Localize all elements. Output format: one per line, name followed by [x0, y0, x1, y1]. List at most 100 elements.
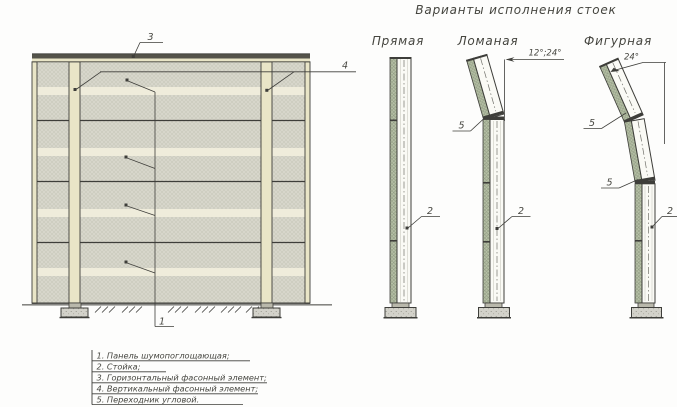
callout-adapter-figured-top: 5	[583, 112, 627, 129]
callout-leader	[618, 179, 639, 189]
callout-adapter-figured-bottom: 5	[601, 178, 639, 189]
legend-item: 5. Переходник угловой.	[97, 395, 200, 405]
callout-3-label: 3	[147, 32, 153, 43]
callout-post-figured: 2	[650, 206, 677, 229]
variant-broken-label: Ломаная	[457, 34, 519, 48]
callout-dot	[124, 203, 128, 207]
post-left	[68, 61, 81, 304]
callout-4-label: 4	[342, 61, 348, 72]
panel-stripe	[37, 148, 305, 156]
callout-dot	[73, 88, 77, 91]
post-foundation	[629, 302, 664, 319]
legend-item: 1. Панель шумопоглощающая;	[97, 351, 230, 361]
callout-leader	[497, 216, 513, 229]
callout-leader	[652, 216, 663, 227]
post-cap	[465, 53, 488, 62]
panel-edge-green	[482, 119, 491, 304]
panel-joint	[390, 119, 397, 122]
legend-item: 4. Вертикальный фасонный элемент;	[97, 384, 259, 394]
callout-leader	[601, 112, 627, 129]
corner-adapter	[483, 116, 504, 120]
callout-dot	[650, 225, 654, 229]
foundation-right	[251, 302, 282, 319]
post-centerline	[612, 62, 636, 114]
post-foundation	[383, 302, 418, 319]
callout-2-label: 2	[667, 206, 673, 217]
callout-2-label: 2	[518, 206, 524, 217]
callout-post-broken: 2	[495, 206, 531, 230]
variants-title: Варианты исполнения стоек	[415, 3, 616, 17]
edge-trim-right	[304, 61, 311, 304]
arrowhead	[505, 57, 515, 62]
corner-adapter	[623, 112, 644, 124]
panel-stripe	[37, 268, 305, 276]
panel-joint	[483, 241, 490, 243]
panel-stripe	[37, 87, 305, 95]
post-centerline	[637, 121, 648, 176]
callout-leader	[126, 262, 156, 274]
broken-post-upper-segment	[465, 53, 505, 121]
callout-leader	[470, 118, 485, 132]
callout-dot	[131, 55, 135, 58]
legend-item: 2. Стойка;	[97, 362, 141, 372]
panel-stripe	[37, 209, 305, 217]
callout-horizontal-element: 3	[131, 32, 163, 58]
panel-joint	[390, 240, 397, 242]
callout-2-label: 2	[427, 206, 433, 217]
wall-elevation	[22, 53, 332, 319]
edge-trim-left	[31, 61, 38, 304]
broken-post-drawing	[465, 53, 511, 319]
legend-item: 3. Горизонтальный фасонный элемент;	[97, 373, 268, 383]
figured-post-top-segment	[598, 57, 644, 124]
callout-vertical-element: 4	[73, 61, 356, 92]
callout-leader	[133, 42, 141, 57]
post-right	[260, 61, 273, 304]
callout-5-label: 5	[589, 118, 595, 129]
post-centerline	[480, 58, 497, 112]
panel-edge-green	[634, 183, 643, 304]
callout-leader	[127, 80, 156, 93]
angle-dimension-figured: 24°	[610, 53, 666, 144]
legend: 1. Панель шумопоглощающая; 2. Стойка; 3.…	[91, 350, 268, 406]
variant-straight: Прямая 2	[372, 34, 440, 319]
foundation-left	[59, 302, 90, 319]
angle-dimension-broken: 12°;24°	[504, 49, 564, 121]
callout-post-straight: 2	[405, 206, 440, 230]
callout-dot	[265, 88, 269, 92]
callout-leader	[267, 71, 295, 91]
straight-post-drawing	[383, 57, 418, 319]
variant-broken: Ломаная 1	[452, 34, 564, 319]
corner-adapter	[635, 181, 655, 184]
arrowhead	[610, 67, 620, 72]
callout-dot	[405, 226, 409, 230]
callout-dot	[125, 78, 129, 82]
callout-adapter-broken: 5	[452, 118, 485, 132]
ground-hatch	[94, 306, 267, 313]
panel-joint	[635, 240, 642, 242]
callout-leader	[75, 71, 102, 90]
variant-figured: Фигурная	[583, 34, 677, 319]
callout-5-label: 5	[606, 178, 612, 189]
angle-label: 12°;24°	[529, 49, 562, 59]
callout-dot	[124, 155, 128, 159]
callout-1-label: 1	[159, 317, 165, 328]
figured-post-drawing	[598, 57, 664, 319]
dimension-line	[611, 62, 666, 72]
callout-panel: 1	[124, 78, 174, 328]
post-cap	[598, 57, 619, 69]
panel-edge-green	[389, 57, 398, 304]
callout-5-label: 5	[458, 121, 464, 132]
callout-leader	[407, 216, 422, 229]
panel-joint	[483, 182, 490, 184]
top-fascia	[32, 53, 310, 63]
callout-leader	[126, 205, 156, 216]
callout-dot	[495, 227, 499, 230]
callout-dot	[124, 260, 128, 264]
post-foundation	[477, 302, 511, 319]
callout-leader	[126, 157, 156, 169]
panel-stripes	[37, 87, 305, 276]
variant-figured-label: Фигурная	[584, 34, 652, 48]
sound-panel-field	[37, 62, 305, 303]
